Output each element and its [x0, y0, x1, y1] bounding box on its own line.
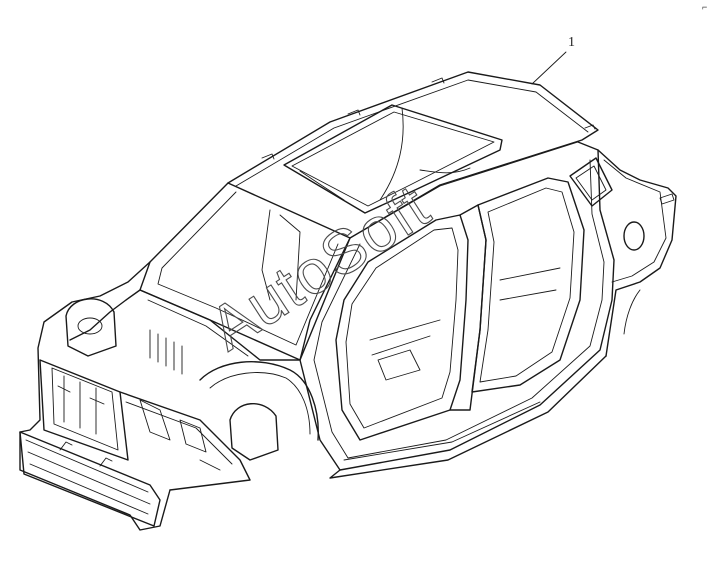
side-body-frame: [299, 141, 615, 479]
callout-number: 1: [568, 35, 575, 50]
leader-line: [531, 51, 567, 85]
fuel-filler-opening: [623, 221, 645, 251]
watermark: AutoSoft: [198, 172, 442, 364]
front-structure: [19, 261, 319, 531]
quarter-window: [569, 157, 613, 207]
callout-1: 1: [531, 35, 575, 85]
corner-mark: ⌐: [702, 2, 707, 12]
roof-panel: [227, 71, 599, 239]
rear-quarter-panel: [569, 149, 677, 357]
